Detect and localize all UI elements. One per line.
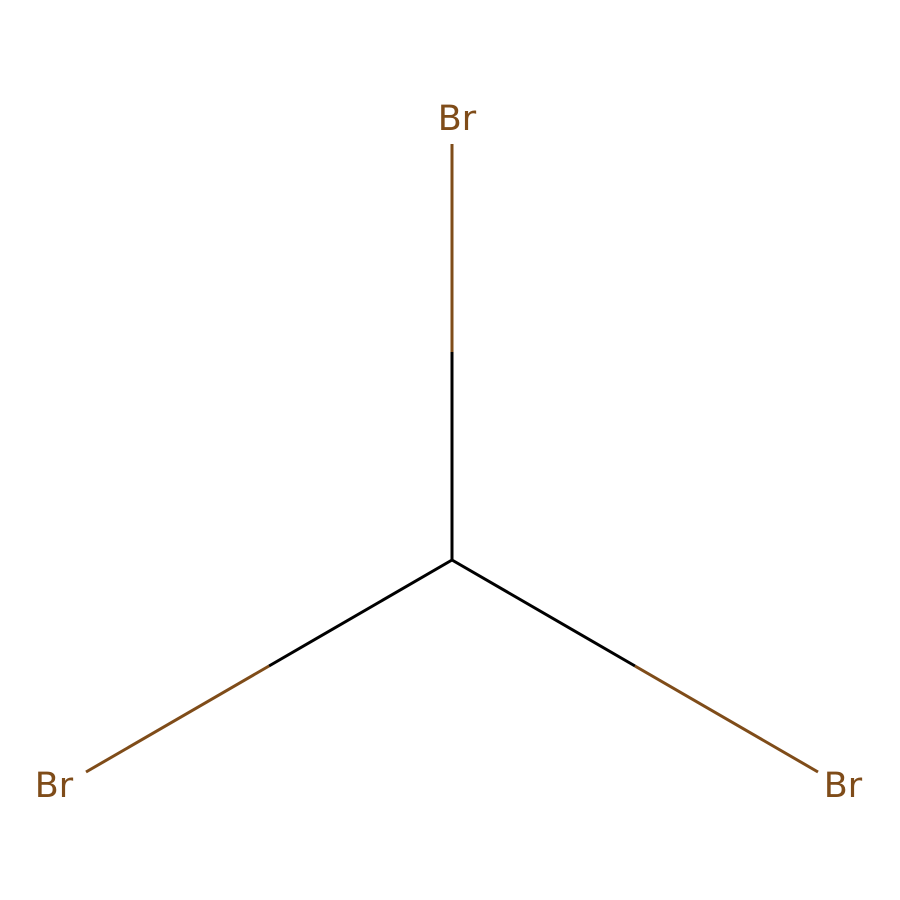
atom-label-br-right: Br [824,766,863,806]
bond-c-br-right [451,558,819,774]
atom-label-br-left: Br [35,766,74,806]
bond-c-br-left [85,558,453,774]
atom-label-br-top: Br [438,99,477,139]
